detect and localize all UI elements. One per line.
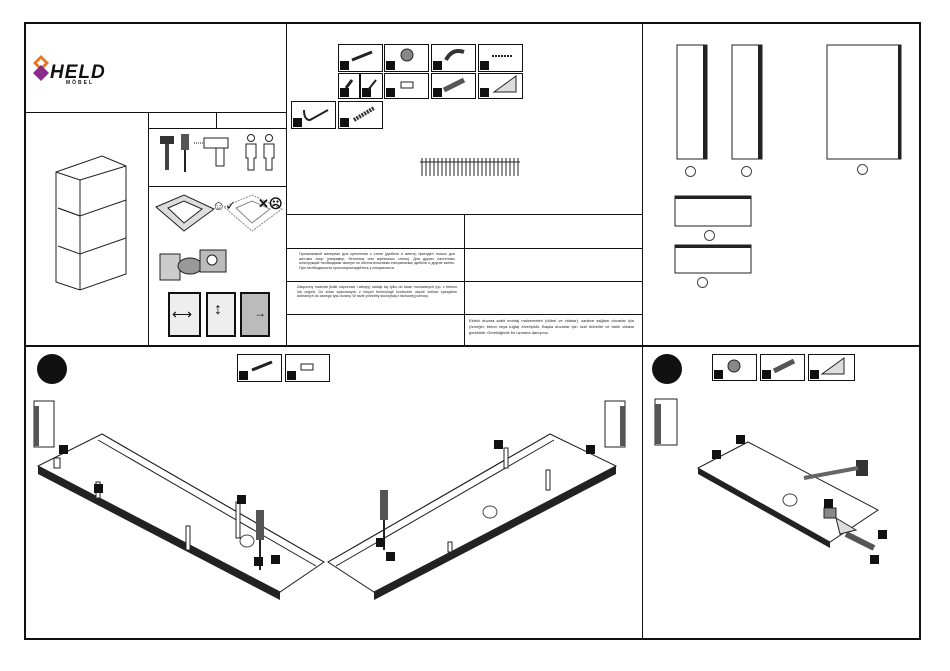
cam-icon xyxy=(400,48,414,62)
hook-icon xyxy=(444,49,465,61)
arrow-horizontal-icon: ⟷ xyxy=(172,306,193,322)
panel-assembly-right xyxy=(327,433,618,600)
callout-marker xyxy=(494,440,503,449)
wedge-icon xyxy=(820,357,845,375)
panel-shelf-2 xyxy=(674,244,752,274)
divider xyxy=(148,186,286,187)
drill-icon xyxy=(194,137,229,167)
adjust-vertical-panel xyxy=(206,292,236,337)
screw-icon xyxy=(492,55,512,57)
part-marker xyxy=(685,166,696,177)
panel-shelf-1 xyxy=(674,195,752,227)
note-russian: Прилагаемый материал для крепления к сте… xyxy=(299,252,455,270)
callout-marker xyxy=(254,557,263,566)
hinge-illustration xyxy=(159,249,227,281)
divider xyxy=(464,214,465,346)
note-polish: Załączony materiał (kołki rozporowe i wk… xyxy=(297,285,457,299)
wood-dowel-icon xyxy=(772,358,796,374)
callout-marker xyxy=(271,555,280,564)
adjust-horizontal-panel xyxy=(168,292,201,337)
dowel-icon xyxy=(251,360,273,372)
small-screw-icon xyxy=(344,79,354,89)
callout-marker xyxy=(824,499,833,508)
divider xyxy=(642,22,643,640)
adjust-depth-panel xyxy=(240,292,270,337)
callout-marker xyxy=(736,435,745,444)
wall-hook-icon xyxy=(303,109,329,122)
callout-marker xyxy=(586,445,595,454)
person-icon xyxy=(245,134,257,171)
hardware-anchor-box xyxy=(338,101,383,129)
hardware-hook-box xyxy=(431,44,476,72)
nail-strip-icon xyxy=(420,158,520,176)
divider xyxy=(286,22,287,346)
panel-back xyxy=(826,44,902,160)
panel-assembly-left xyxy=(36,433,325,600)
callout-marker xyxy=(59,445,68,454)
step-badge xyxy=(37,354,67,384)
divider xyxy=(24,345,921,347)
pin-icon xyxy=(367,79,377,91)
arrow-depth-icon: → xyxy=(254,306,266,320)
page-frame xyxy=(24,22,921,640)
person-icon xyxy=(263,134,275,171)
hammer-icon xyxy=(160,136,174,170)
hardware-wall-hook-box xyxy=(291,101,336,129)
shelf-assembly-step2 xyxy=(696,441,879,551)
dowel-icon xyxy=(351,50,373,62)
cross-icon: ✕☹ xyxy=(258,196,283,211)
panel-side-right xyxy=(731,44,763,160)
brand-name: HELD xyxy=(50,62,106,83)
divider xyxy=(148,128,286,129)
check-icon: ☺✓ xyxy=(212,198,237,213)
callout-marker xyxy=(94,484,103,493)
divider xyxy=(148,112,149,346)
part-marker xyxy=(741,166,752,177)
wedge-icon xyxy=(492,75,517,93)
cam-icon xyxy=(727,359,741,373)
peg-icon xyxy=(400,81,414,89)
callout-marker xyxy=(376,538,385,547)
divider xyxy=(216,112,217,129)
part-marker xyxy=(857,164,868,175)
callout-marker xyxy=(386,552,395,561)
note-turkish: Ekteki duvara sabit montaj malzemeleri (… xyxy=(469,318,634,335)
panel-side-left xyxy=(676,44,708,160)
callout-marker xyxy=(878,530,887,539)
anchor-icon xyxy=(352,106,376,122)
bookshelf-illustration xyxy=(55,155,127,291)
step1-pin-box xyxy=(285,354,330,382)
step-badge xyxy=(652,354,682,384)
part-marker xyxy=(697,277,708,288)
cabinet-thumbnail-step2 xyxy=(654,398,678,446)
surface-bad-illustration xyxy=(223,194,283,232)
peg-icon xyxy=(300,363,314,371)
part-marker xyxy=(704,230,715,241)
screwdriver-icon xyxy=(181,134,189,172)
cabinet-thumbnail-left xyxy=(33,400,55,448)
wood-dowel-icon xyxy=(442,77,466,93)
callout-marker xyxy=(237,495,246,504)
arrow-vertical-icon: ↕ xyxy=(214,301,222,318)
hardware-screw-box xyxy=(478,44,523,72)
brand-subtitle: MÖBEL xyxy=(66,80,95,86)
surface-ok-illustration xyxy=(155,194,215,232)
cabinet-thumbnail-right xyxy=(604,400,626,448)
callout-marker xyxy=(712,450,721,459)
brand-logo-icon xyxy=(33,55,49,81)
divider xyxy=(24,112,286,113)
callout-marker xyxy=(870,555,879,564)
